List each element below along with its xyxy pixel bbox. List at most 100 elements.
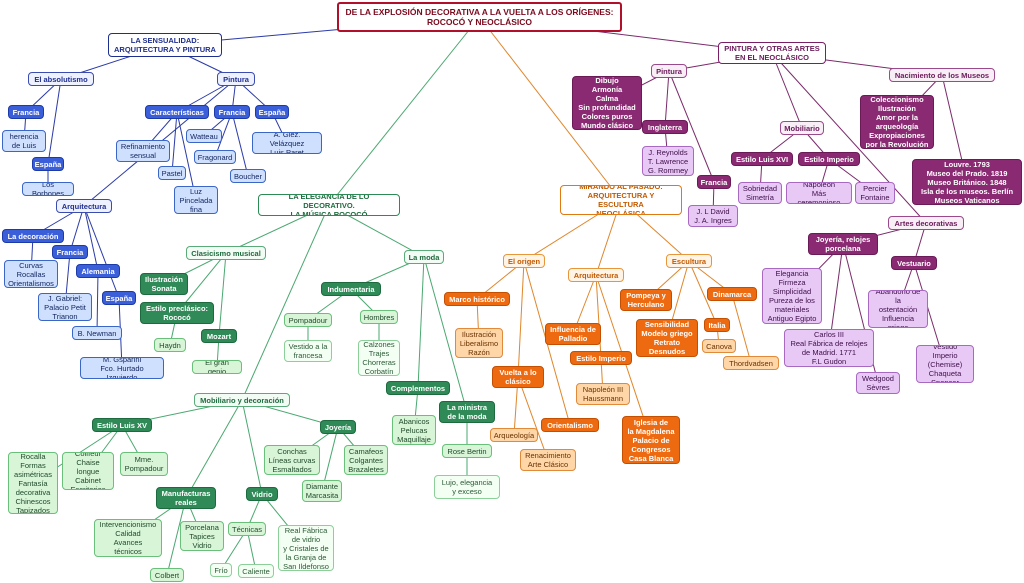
node-vestido-imperio[interactable]: Vestido Imperio (Chemise) Chaqueta Spenc… <box>916 345 974 383</box>
node-napoleon-iii[interactable]: Napoleón III Haussmann <box>576 383 630 405</box>
node-boucher[interactable]: Boucher <box>230 169 266 183</box>
node-watteau[interactable]: Watteau <box>186 129 222 143</box>
node-arqueologia[interactable]: Arqueología <box>490 428 538 442</box>
node-pastel[interactable]: Pastel <box>158 166 186 180</box>
node-borbones[interactable]: Los Borbones <box>22 182 74 196</box>
node-caracteristicas[interactable]: Características <box>145 105 209 119</box>
node-david[interactable]: J. L David J. A. Ingres <box>688 205 738 227</box>
node-manufacturas[interactable]: Manufacturas reales <box>156 487 216 509</box>
node-ilustracion-sonata[interactable]: Ilustración Sonata <box>140 273 188 295</box>
node-iglesia[interactable]: Iglesia de la Magdalena Palacio de Congr… <box>622 416 680 464</box>
node-marco[interactable]: Marco histórico <box>444 292 510 306</box>
node-imperio-o[interactable]: Estilo Imperio <box>570 351 632 365</box>
node-pintura-b[interactable]: Pintura <box>217 72 255 86</box>
node-arquitectura-b[interactable]: Arquitectura <box>56 199 112 213</box>
node-absolutismo[interactable]: El absolutismo <box>28 72 94 86</box>
node-coiffeur[interactable]: Coiffeur Chaise longue Cabinet Escritori… <box>62 452 114 490</box>
node-vuelta[interactable]: Vuelta a lo clásico <box>492 366 544 388</box>
node-espana-pint[interactable]: España <box>255 105 289 119</box>
node-mme-pompadour[interactable]: Mme. Pompadour <box>120 452 168 476</box>
node-genio[interactable]: El gran genio <box>192 360 242 374</box>
node-palladio[interactable]: Influencia de Palladio <box>545 323 601 345</box>
node-imperio-p[interactable]: Estilo Imperio <box>798 152 860 166</box>
node-francia-arq[interactable]: Francia <box>52 245 88 259</box>
node-velazquez[interactable]: A. Glez. Velázquez Luis Paret <box>252 132 322 154</box>
node-conchas[interactable]: Conchas Líneas curvas Esmaltados <box>264 445 320 475</box>
node-elegancia-p[interactable]: Elegancia Firmeza Simplicidad Pureza de … <box>762 268 822 324</box>
node-hombres[interactable]: Hombres <box>360 310 398 324</box>
node-thorvadsen[interactable]: Thordvadsen <box>723 356 779 370</box>
node-espana-arq[interactable]: España <box>102 291 136 305</box>
node-sensibilidad[interactable]: Sensibilidad Modelo griego Retrato Desnu… <box>636 319 698 357</box>
node-napoleon[interactable]: Napoleón Más ceremonioso <box>786 182 852 204</box>
node-francia-pint[interactable]: Francia <box>214 105 250 119</box>
node-abanicos[interactable]: Abanicos Pelucas Maquillaje <box>392 415 436 445</box>
node-rocalla[interactable]: Rocalla Formas asimétricas Fantasía deco… <box>8 452 58 514</box>
node-alemania[interactable]: Alemania <box>76 264 120 278</box>
node-real-fabrica[interactable]: Real Fábrica de vidrio y Cristales de la… <box>278 525 334 571</box>
node-porcelana[interactable]: Porcelana Tapices Vidrio <box>180 521 224 551</box>
node-reynolds[interactable]: J. Reynolds T. Lawrence G. Rommey <box>642 146 694 176</box>
node-gabriel[interactable]: J. Gabriel: Palacio Petit Trianon <box>38 293 92 321</box>
node-wedgood[interactable]: Wedgood Sèvres <box>856 372 900 394</box>
node-luisxvi[interactable]: Estilo Luis XVI <box>731 152 793 166</box>
node-joyeria-g[interactable]: Joyería <box>320 420 356 434</box>
node-nacimiento[interactable]: Nacimiento de los Museos <box>889 68 995 82</box>
node-clasicismo[interactable]: Clasicismo musical <box>186 246 266 260</box>
node-ministra[interactable]: La ministra de la moda <box>439 401 495 423</box>
node-gsparini[interactable]: M. Gsparini Fco. Hurtado Izquierdo <box>80 357 164 379</box>
node-inglaterra[interactable]: Inglaterra <box>642 120 688 134</box>
node-herencia[interactable]: La herencia de Luis XIV <box>2 130 46 152</box>
node-dibujo[interactable]: Dibujo Armonía Calma Sin profundidad Col… <box>572 76 642 130</box>
node-renacimiento[interactable]: Renacimiento Arte Clásico <box>520 449 576 471</box>
node-decoracion-b[interactable]: La decoración <box>2 229 64 243</box>
node-vestuario[interactable]: Vestuario <box>891 256 937 270</box>
node-refinamiento[interactable]: Refinamiento sensual <box>116 140 170 162</box>
node-luisxv[interactable]: Estilo Luis XV <box>92 418 152 432</box>
node-louvre[interactable]: Louvre. 1793 Museo del Prado. 1819 Museo… <box>912 159 1022 205</box>
node-percier[interactable]: Percier Fontaine <box>855 182 895 204</box>
node-indumentaria[interactable]: Indumentaria <box>321 282 381 296</box>
node-carlos[interactable]: Carlos III Real Fábrica de relojes de Ma… <box>784 329 874 367</box>
node-tecnicas[interactable]: Técnicas <box>228 522 266 536</box>
node-moda[interactable]: La moda <box>404 250 444 264</box>
node-italia[interactable]: Italia <box>704 318 730 332</box>
node-mobiliario-p[interactable]: Mobiliario <box>780 121 824 135</box>
node-curvas[interactable]: Curvas Rocallas Orientalismos <box>4 260 58 288</box>
node-newman[interactable]: B. Newman <box>72 326 122 340</box>
node-pintura-p[interactable]: Pintura <box>651 64 687 78</box>
node-lujo[interactable]: Lujo, elegancia y exceso <box>434 475 500 499</box>
node-espana-abs[interactable]: España <box>32 157 64 171</box>
node-luz[interactable]: Luz Pincelada fina <box>174 186 218 214</box>
node-canova[interactable]: Canova <box>702 339 736 353</box>
node-joyeria-p[interactable]: Joyería, relojes porcelana <box>808 233 878 255</box>
node-mobiliario-g[interactable]: Mobiliario y decoración <box>194 393 290 407</box>
node-sobriedad[interactable]: Sobriedad Simetría <box>738 182 782 204</box>
node-haydn[interactable]: Haydn <box>154 338 186 352</box>
node-francia-p[interactable]: Francia <box>697 175 731 189</box>
node-colbert[interactable]: Colbert <box>150 568 184 582</box>
node-pompeya[interactable]: Pompeya y Herculano <box>620 289 672 311</box>
node-fragonard[interactable]: Fragonard <box>194 150 236 164</box>
node-caliente[interactable]: Caliente <box>238 564 274 578</box>
node-artes-decorativas[interactable]: Artes decorativas <box>888 216 964 230</box>
node-frio[interactable]: Frío <box>210 563 232 577</box>
node-elegancia[interactable]: LA ELEGANCIA DE LO DECORATIVO. LA MÚSICA… <box>258 194 400 216</box>
node-vidrio[interactable]: Vidrio <box>246 487 278 501</box>
node-preclasico[interactable]: Estilo preclásico: Rococó <box>140 302 214 324</box>
node-ilustracion-lib[interactable]: Ilustración Liberalismo Razón <box>455 328 503 358</box>
node-intervencionismo[interactable]: Intervencionismo Calidad Avances técnico… <box>94 519 162 557</box>
node-escultura[interactable]: Escultura <box>666 254 712 268</box>
node-origen[interactable]: El origen <box>503 254 545 268</box>
node-mirando[interactable]: MIRANDO AL PASADO: ARQUITECTURA Y ESCULT… <box>560 185 682 215</box>
node-vestido-francesa[interactable]: Vestido a la francesa <box>284 340 332 362</box>
node-arquitectura-o[interactable]: Arquitectura <box>568 268 624 282</box>
node-diamante[interactable]: Diamante Marcasita <box>302 480 342 502</box>
node-calzones[interactable]: Calzones Trajes Chorreras Corbatín <box>358 340 400 376</box>
node-pintura-otras[interactable]: PINTURA Y OTRAS ARTES EN EL NEOCLÁSICO <box>718 42 826 64</box>
node-dinamarca[interactable]: Dinamarca <box>707 287 757 301</box>
node-rose[interactable]: Rose Bertin <box>442 444 492 458</box>
node-sensualidad[interactable]: LA SENSUALIDAD: ARQUITECTURA Y PINTURA <box>108 33 222 57</box>
node-complementos[interactable]: Complementos <box>386 381 450 395</box>
node-coleccionismo[interactable]: Coleccionismo Ilustración Amor por la ar… <box>860 95 934 149</box>
